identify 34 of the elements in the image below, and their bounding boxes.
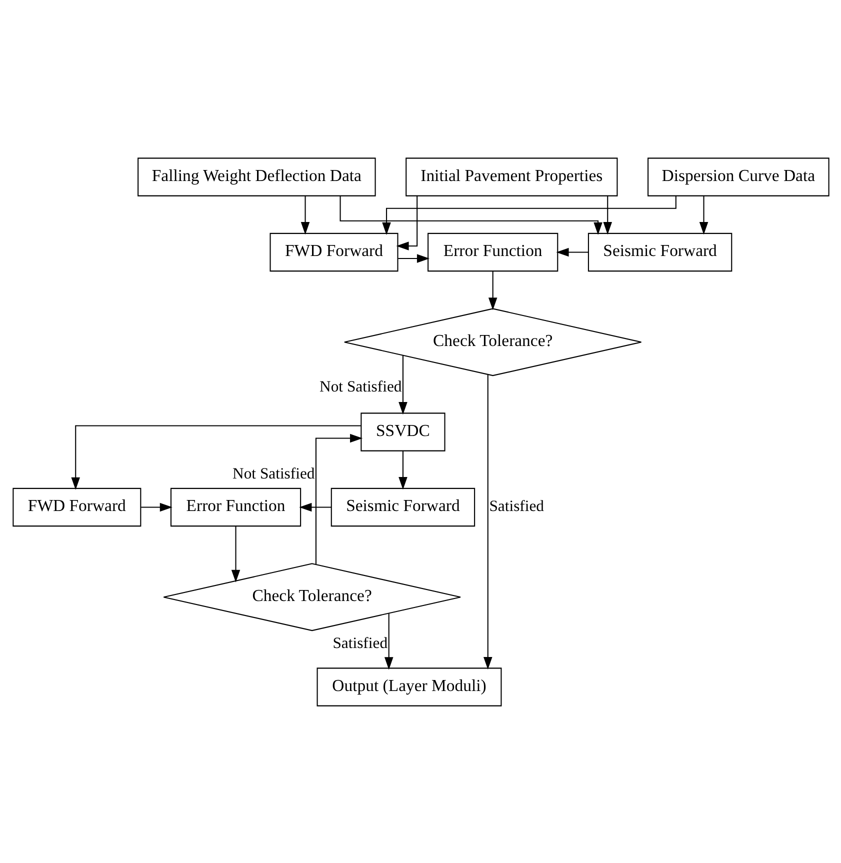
node-box: Initial Pavement Properties [405, 157, 618, 196]
arrow [230, 526, 240, 582]
edge-label: Not Satisfied [232, 465, 314, 482]
node-box: FWD Forward [12, 487, 141, 526]
edge-label: Satisfied [332, 634, 388, 652]
arrow [698, 196, 708, 234]
arrow [384, 613, 393, 670]
edge-label: Satisfied [488, 497, 544, 514]
node-box: Falling Weight Deflection Data [137, 157, 376, 196]
node-diamond: Check Tolerance? [343, 308, 642, 376]
node-box: FWD Forward [269, 232, 398, 272]
node-box: Error Function [170, 487, 301, 526]
arrow [298, 502, 331, 512]
arrow [70, 424, 360, 490]
edge-label: Not Satisfied [319, 378, 402, 396]
node-diamond: Check Tolerance? [162, 562, 460, 631]
arrow [314, 433, 362, 564]
arrow [488, 270, 497, 310]
node-box: Seismic Forward [330, 487, 475, 526]
arrow [140, 502, 172, 512]
arrow [339, 195, 602, 234]
arrow [398, 354, 407, 414]
arrow [398, 254, 430, 262]
arrow [602, 196, 612, 234]
arrow [556, 247, 588, 256]
arrow [398, 450, 407, 490]
arrow [300, 196, 310, 234]
arrow [482, 374, 492, 670]
node-box: Dispersion Curve Data [647, 157, 829, 196]
node-box: Seismic Forward [587, 232, 732, 272]
arrow [396, 195, 418, 250]
node-box: SSVDC [360, 412, 445, 451]
node-box: Output (Layer Moduli) [316, 667, 502, 706]
node-box: Error Function [427, 232, 558, 272]
